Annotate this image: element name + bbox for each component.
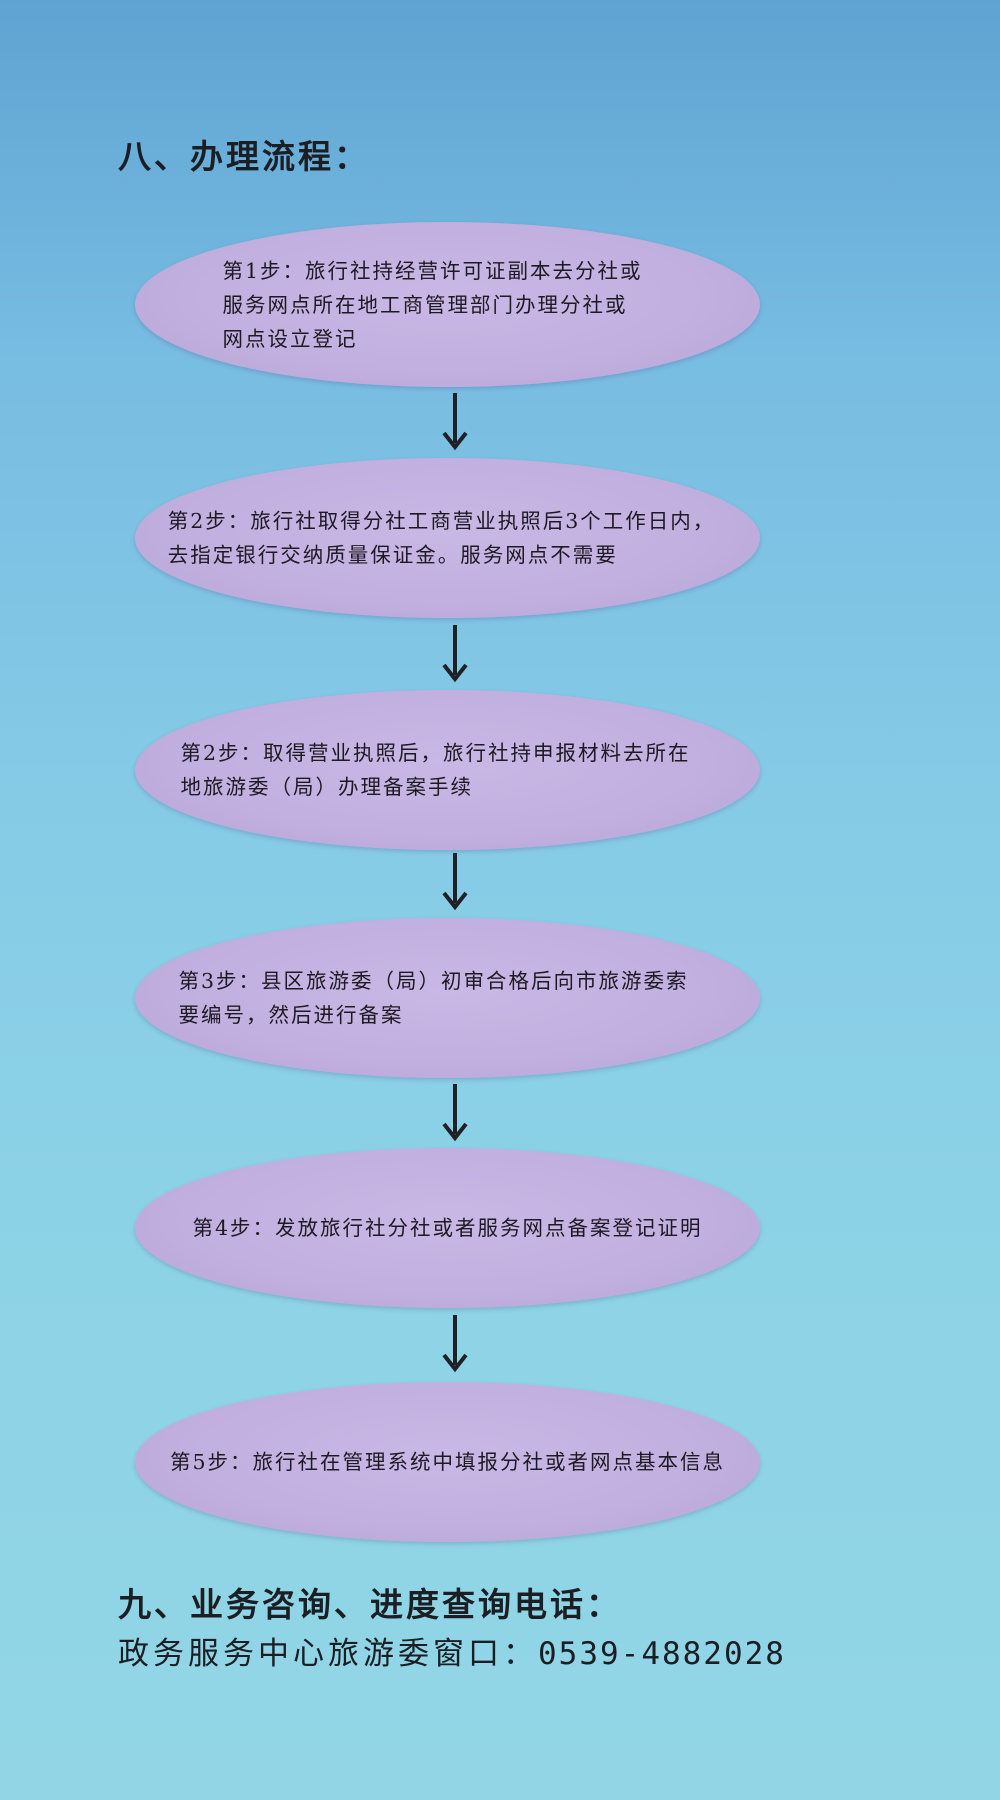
arrow-down-icon <box>440 853 470 911</box>
contact-label: 政务服务中心旅游委窗口： <box>118 1636 538 1672</box>
section-heading-contact: 九、业务咨询、进度查询电话： <box>118 1585 622 1624</box>
flow-step-4: 第3步：县区旅游委（局）初审合格后向市旅游委索 要编号，然后进行备案 <box>135 918 760 1078</box>
step-line: 旅行社取得分社工商营业执照后3个工作日内， <box>250 509 716 533</box>
step-line: 要编号，然后进行备案 <box>178 1003 404 1027</box>
flow-step-2: 第2步：旅行社取得分社工商营业执照后3个工作日内， 去指定银行交纳质量保证金。服… <box>135 458 760 618</box>
arrow-down-icon <box>440 625 470 683</box>
step-label: 第2步： <box>167 509 251 533</box>
step-line: 服务网点所在地工商管理部门办理分社或 <box>222 292 628 317</box>
flow-step-text: 第1步：旅行社持经营许可证副本去分社或 服务网点所在地工商管理部门办理分社或 网… <box>222 254 642 356</box>
flow-step-text: 第3步：县区旅游委（局）初审合格后向市旅游委索 要编号，然后进行备案 <box>178 964 688 1032</box>
step-line: 网点设立登记 <box>222 326 358 351</box>
step-line: 县区旅游委（局）初审合格后向市旅游委索 <box>261 969 689 993</box>
flow-step-6: 第5步：旅行社在管理系统中填报分社或者网点基本信息 <box>135 1382 760 1542</box>
step-label: 第1步： <box>222 258 306 283</box>
section-heading-process: 八、办理流程： <box>118 137 370 176</box>
flow-step-1: 第1步：旅行社持经营许可证副本去分社或 服务网点所在地工商管理部门办理分社或 网… <box>135 222 760 387</box>
step-line: 去指定银行交纳质量保证金。服务网点不需要 <box>167 543 618 567</box>
contact-phone: 0539-4882028 <box>538 1636 786 1672</box>
flow-step-text: 第4步：发放旅行社分社或者服务网点备案登记证明 <box>192 1211 702 1245</box>
step-label: 第4步： <box>192 1216 276 1240</box>
step-line: 地旅游委（局）办理备案手续 <box>180 775 473 799</box>
step-label: 第2步： <box>180 741 264 765</box>
step-line: 旅行社在管理系统中填报分社或者网点基本信息 <box>252 1450 726 1474</box>
flow-step-text: 第2步：取得营业执照后，旅行社持申报材料去所在 地旅游委（局）办理备案手续 <box>180 736 690 804</box>
contact-line: 政务服务中心旅游委窗口：0539-4882028 <box>118 1628 786 1673</box>
step-line: 取得营业执照后，旅行社持申报材料去所在 <box>263 741 691 765</box>
arrow-down-icon <box>440 393 470 451</box>
step-line: 旅行社持经营许可证副本去分社或 <box>305 258 643 283</box>
flow-step-text: 第5步：旅行社在管理系统中填报分社或者网点基本信息 <box>170 1445 725 1479</box>
step-line: 发放旅行社分社或者服务网点备案登记证明 <box>275 1216 703 1240</box>
arrow-down-icon <box>440 1315 470 1373</box>
flow-step-5: 第4步：发放旅行社分社或者服务网点备案登记证明 <box>135 1148 760 1308</box>
step-label: 第3步： <box>178 969 262 993</box>
arrow-down-icon <box>440 1084 470 1142</box>
flow-step-text: 第2步：旅行社取得分社工商营业执照后3个工作日内， 去指定银行交纳质量保证金。服… <box>168 504 716 572</box>
step-label: 第5步： <box>169 1450 253 1474</box>
flow-step-3: 第2步：取得营业执照后，旅行社持申报材料去所在 地旅游委（局）办理备案手续 <box>135 690 760 850</box>
